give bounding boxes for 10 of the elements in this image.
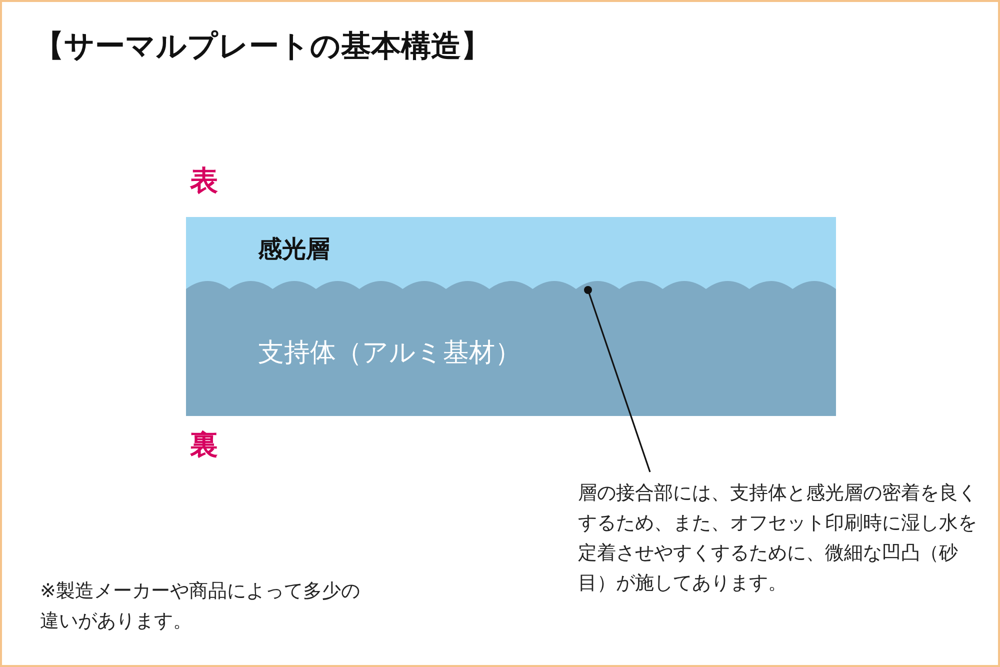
layer-label: 感光層 xyxy=(258,234,330,265)
support-layer xyxy=(186,275,836,416)
photosensitive-layer xyxy=(186,217,836,275)
side-label: 裏 xyxy=(190,427,218,463)
leader-line xyxy=(584,286,651,472)
note-text: ※製造メーカーや商品によって多少の違いがあります。 xyxy=(40,579,361,634)
title: 【サーマルプレートの基本構造】 xyxy=(34,28,491,66)
layer-label: 支持体（アルミ基材） xyxy=(258,337,521,370)
side-label: 表 xyxy=(190,163,218,199)
annotation-text: 層の接合部には、支持体と感光層の密着を良くするため、また、オフセット印刷時に湿し水を定着させやすくするために、微細な凹凸（砂目）が施してあります。 xyxy=(578,481,978,596)
